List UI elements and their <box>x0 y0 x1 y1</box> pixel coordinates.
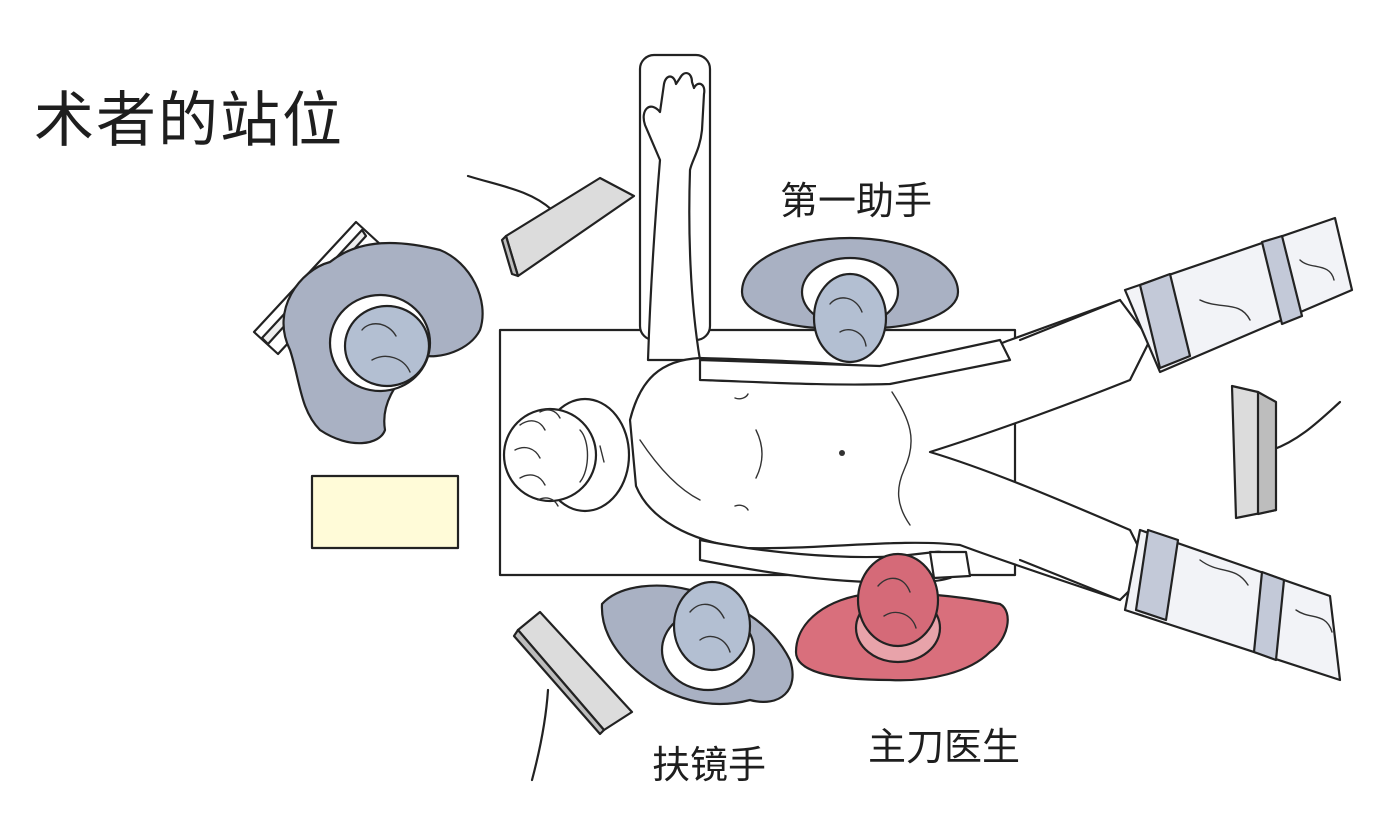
scope-holder-head <box>674 582 750 670</box>
patient-legs <box>1020 218 1352 680</box>
label-chief-surgeon: 主刀医生 <box>868 716 1020 771</box>
monitor-right <box>1232 386 1340 518</box>
label-camera-holder: 扶镜手 <box>652 734 766 789</box>
camera-holder-figure <box>284 243 483 443</box>
monitor-top-left <box>468 176 634 276</box>
chief-surgeon-head <box>858 554 938 646</box>
instrument-table <box>312 476 458 548</box>
stirrup-lower <box>1125 530 1340 680</box>
diagram-title: 术者的站位 <box>34 72 344 159</box>
scope-holder-figure <box>602 582 793 704</box>
label-first-assistant: 第一助手 <box>780 170 932 225</box>
camera-holder-head <box>345 306 429 386</box>
first-assistant-head <box>814 274 886 362</box>
patient-cap <box>504 409 596 501</box>
stirrup-upper <box>1125 218 1352 372</box>
